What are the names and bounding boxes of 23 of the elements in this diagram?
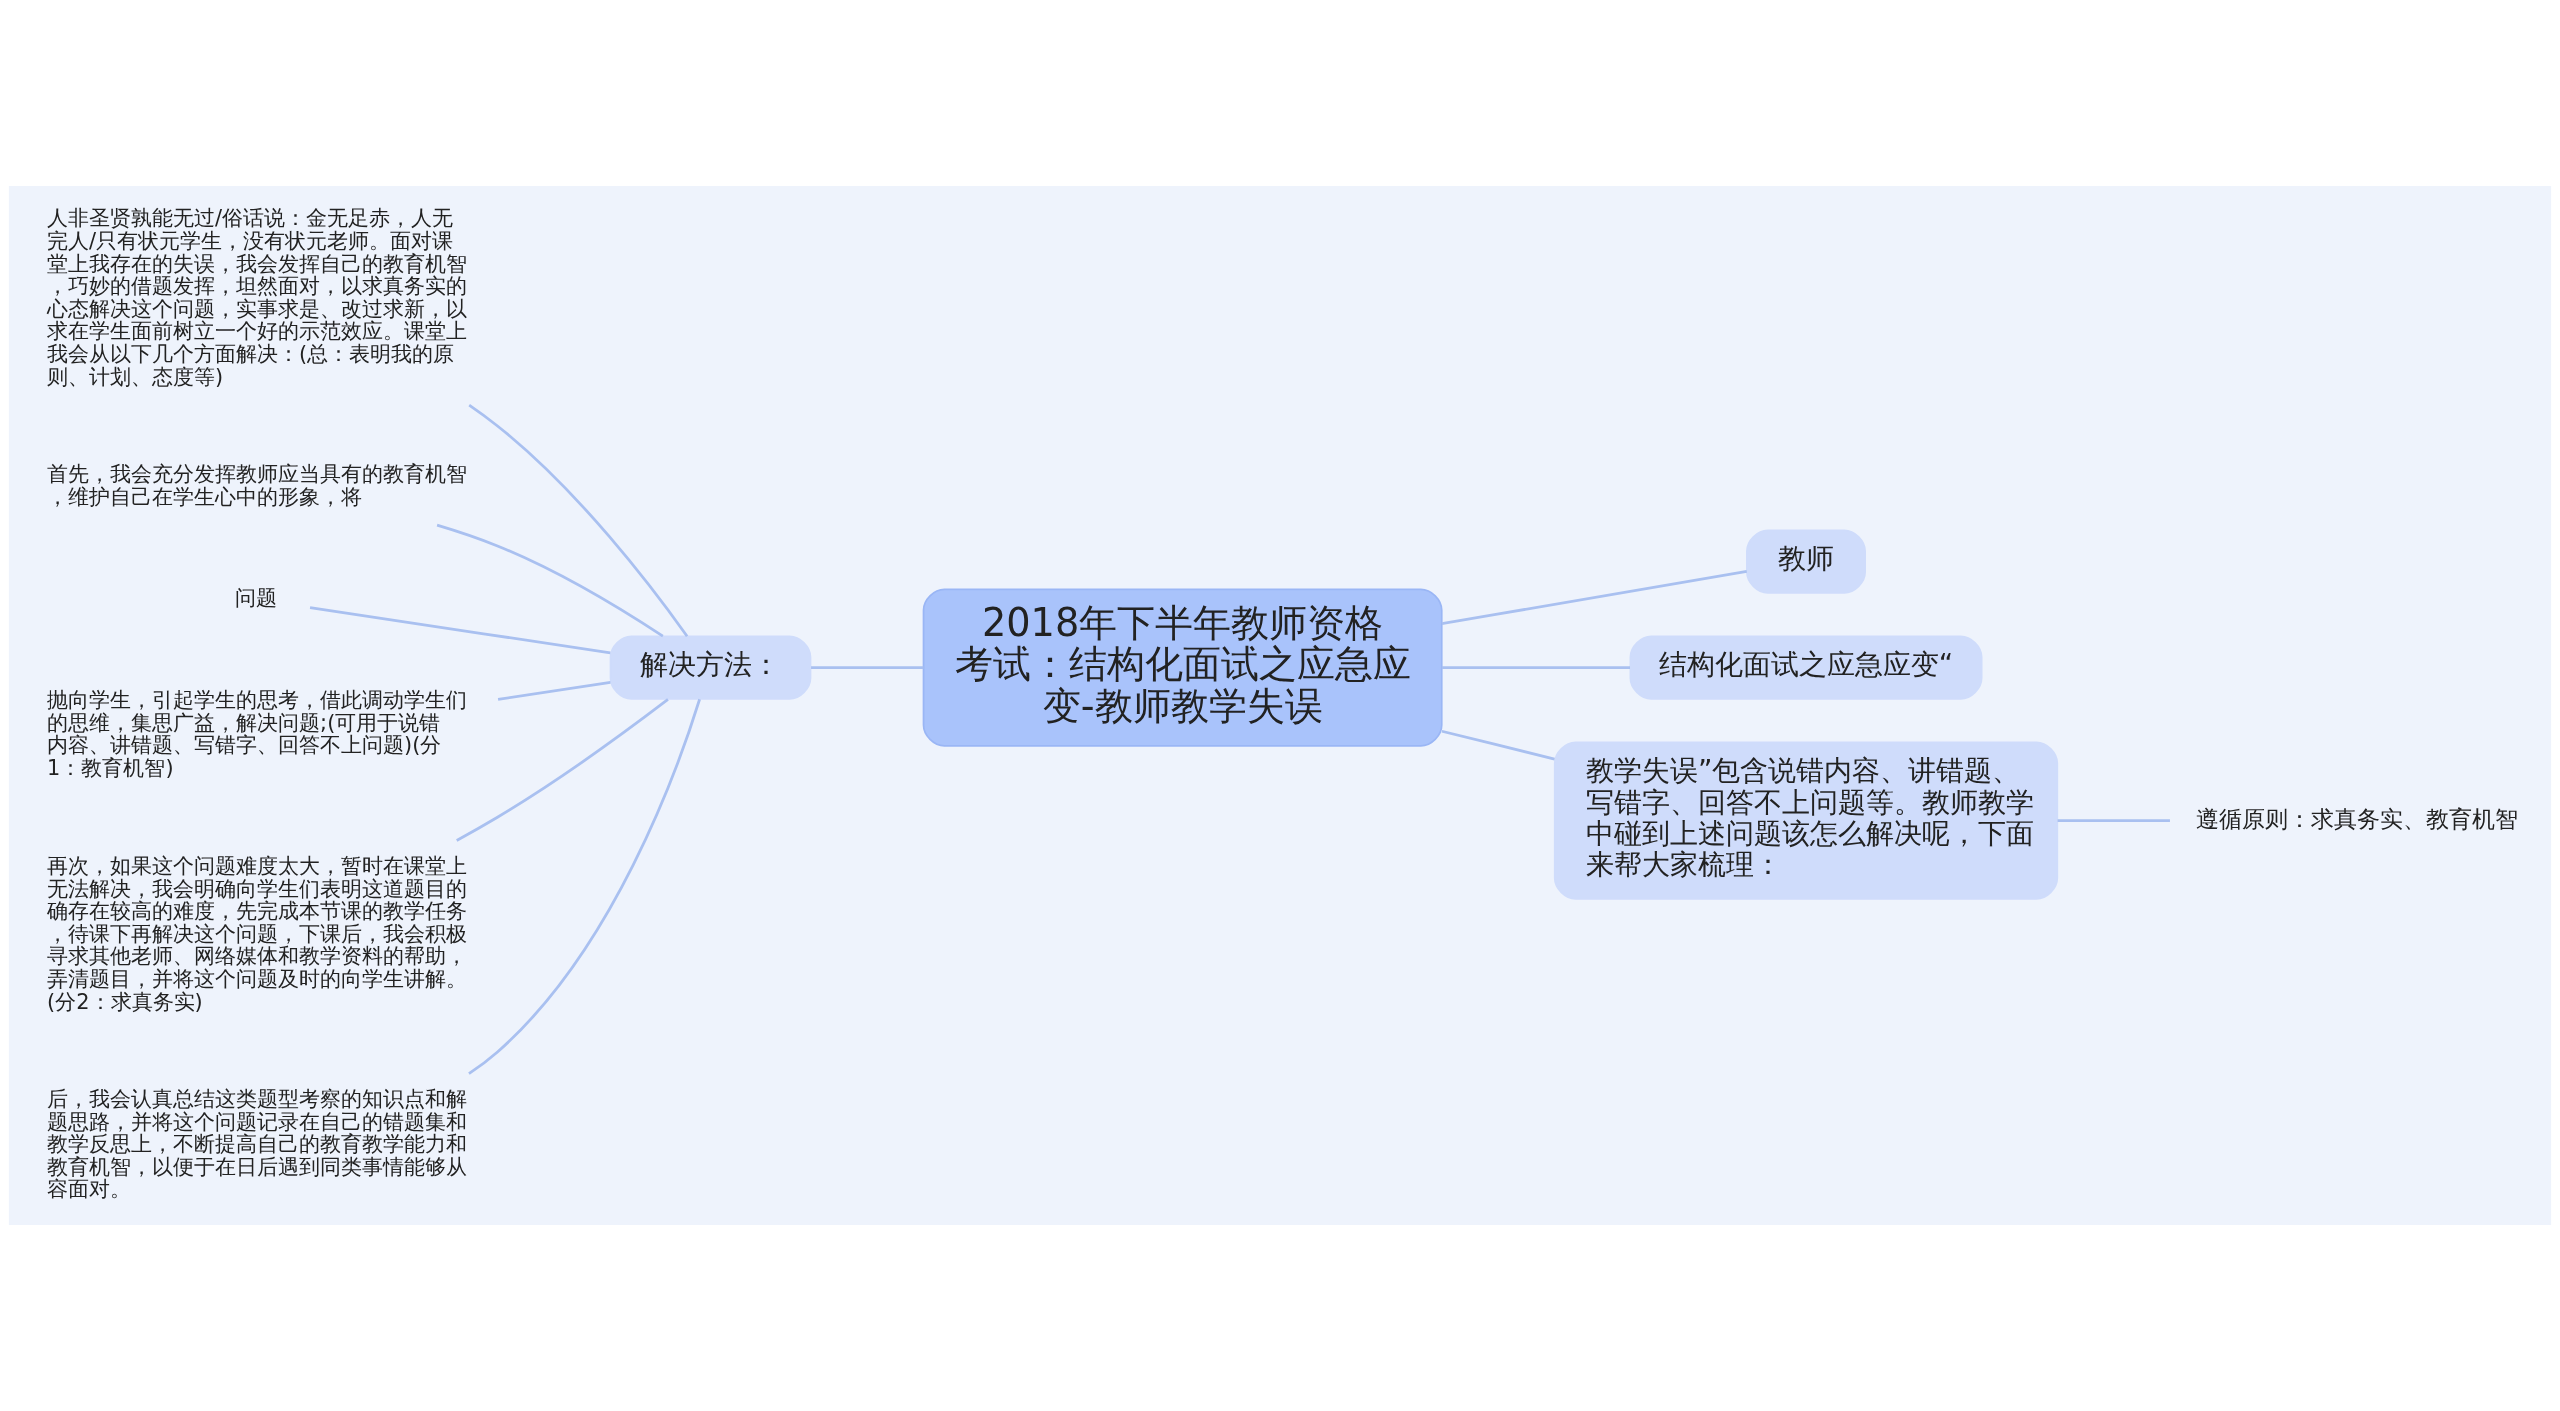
node-text: 遵循原则：求真务实、教育机智 xyxy=(2196,805,2519,832)
connector xyxy=(1441,666,1630,670)
node-box: 结构化面试之应急应变“ xyxy=(1629,635,1983,700)
node-box: 解决方法： xyxy=(609,635,812,700)
connector xyxy=(1441,729,1555,761)
connector xyxy=(811,666,924,670)
node-box: 2018年下半年教师资格考试：结构化面试之应急应变-教师教学失误 xyxy=(922,588,1443,747)
node-text: 后，我会认真总结这类题型考察的知识点和解题思路，并将这个问题记录在自己的错题集和教学反思上，不断提高自己的教育教学能力和教育机智，以便于在日后遇到同类事情能够从容面对。 xyxy=(47,1087,468,1202)
node-box: 教学失误”包含说错内容、讲错题、写错字、回答不上问题等。教师教学中碰到上述问题该怎么解决呢，下面来帮大家梳理： xyxy=(1553,741,2059,900)
node-text: 再次，如果这个问题难度太大，暂时在课堂上无法解决，我会明确向学生们表明这道题目的确存在较高的难度，先完成本节课的教学任务，待课下再解决这个问题，下课后，我会积极寻求其他老师、网络媒体和教学资料的帮助，弄清题目，并将这个问题及时的向学生讲解。(分2：求真务实) xyxy=(47,854,468,1014)
connector xyxy=(456,698,669,842)
connector xyxy=(2057,819,2170,823)
connector xyxy=(468,698,701,1075)
node-text: 抛向学生，引起学生的思考，借此调动学生们的思维，集思广益，解决问题;(可用于说错内容、讲错题、写错字、回答不上问题)(分1：教育机智) xyxy=(47,687,468,780)
node-text: 问题 xyxy=(234,586,277,611)
connector xyxy=(468,404,689,637)
node-text: 人非圣贤孰能无过/俗话说：金无足赤，人无完人/只有状元学生，没有状元老师。面对课堂上我存在的失误，我会发挥自己的教育机智，巧妙的借题发挥，坦然面对，以求真务实的心态解决这个问题，实事求是、改过求新，以求在学生面前树立一个好的示范效应。课堂上我会从以下几个方面解决：(总：表明我的原则、计划、态度等) xyxy=(47,206,468,389)
connector xyxy=(497,681,611,701)
connector xyxy=(309,606,611,655)
connector xyxy=(436,523,664,638)
connector xyxy=(1441,570,1747,625)
node-box: 教师 xyxy=(1746,529,1866,594)
node-text: 首先，我会充分发挥教师应当具有的教育机智，维护自己在学生心中的形象，将 xyxy=(47,461,468,509)
